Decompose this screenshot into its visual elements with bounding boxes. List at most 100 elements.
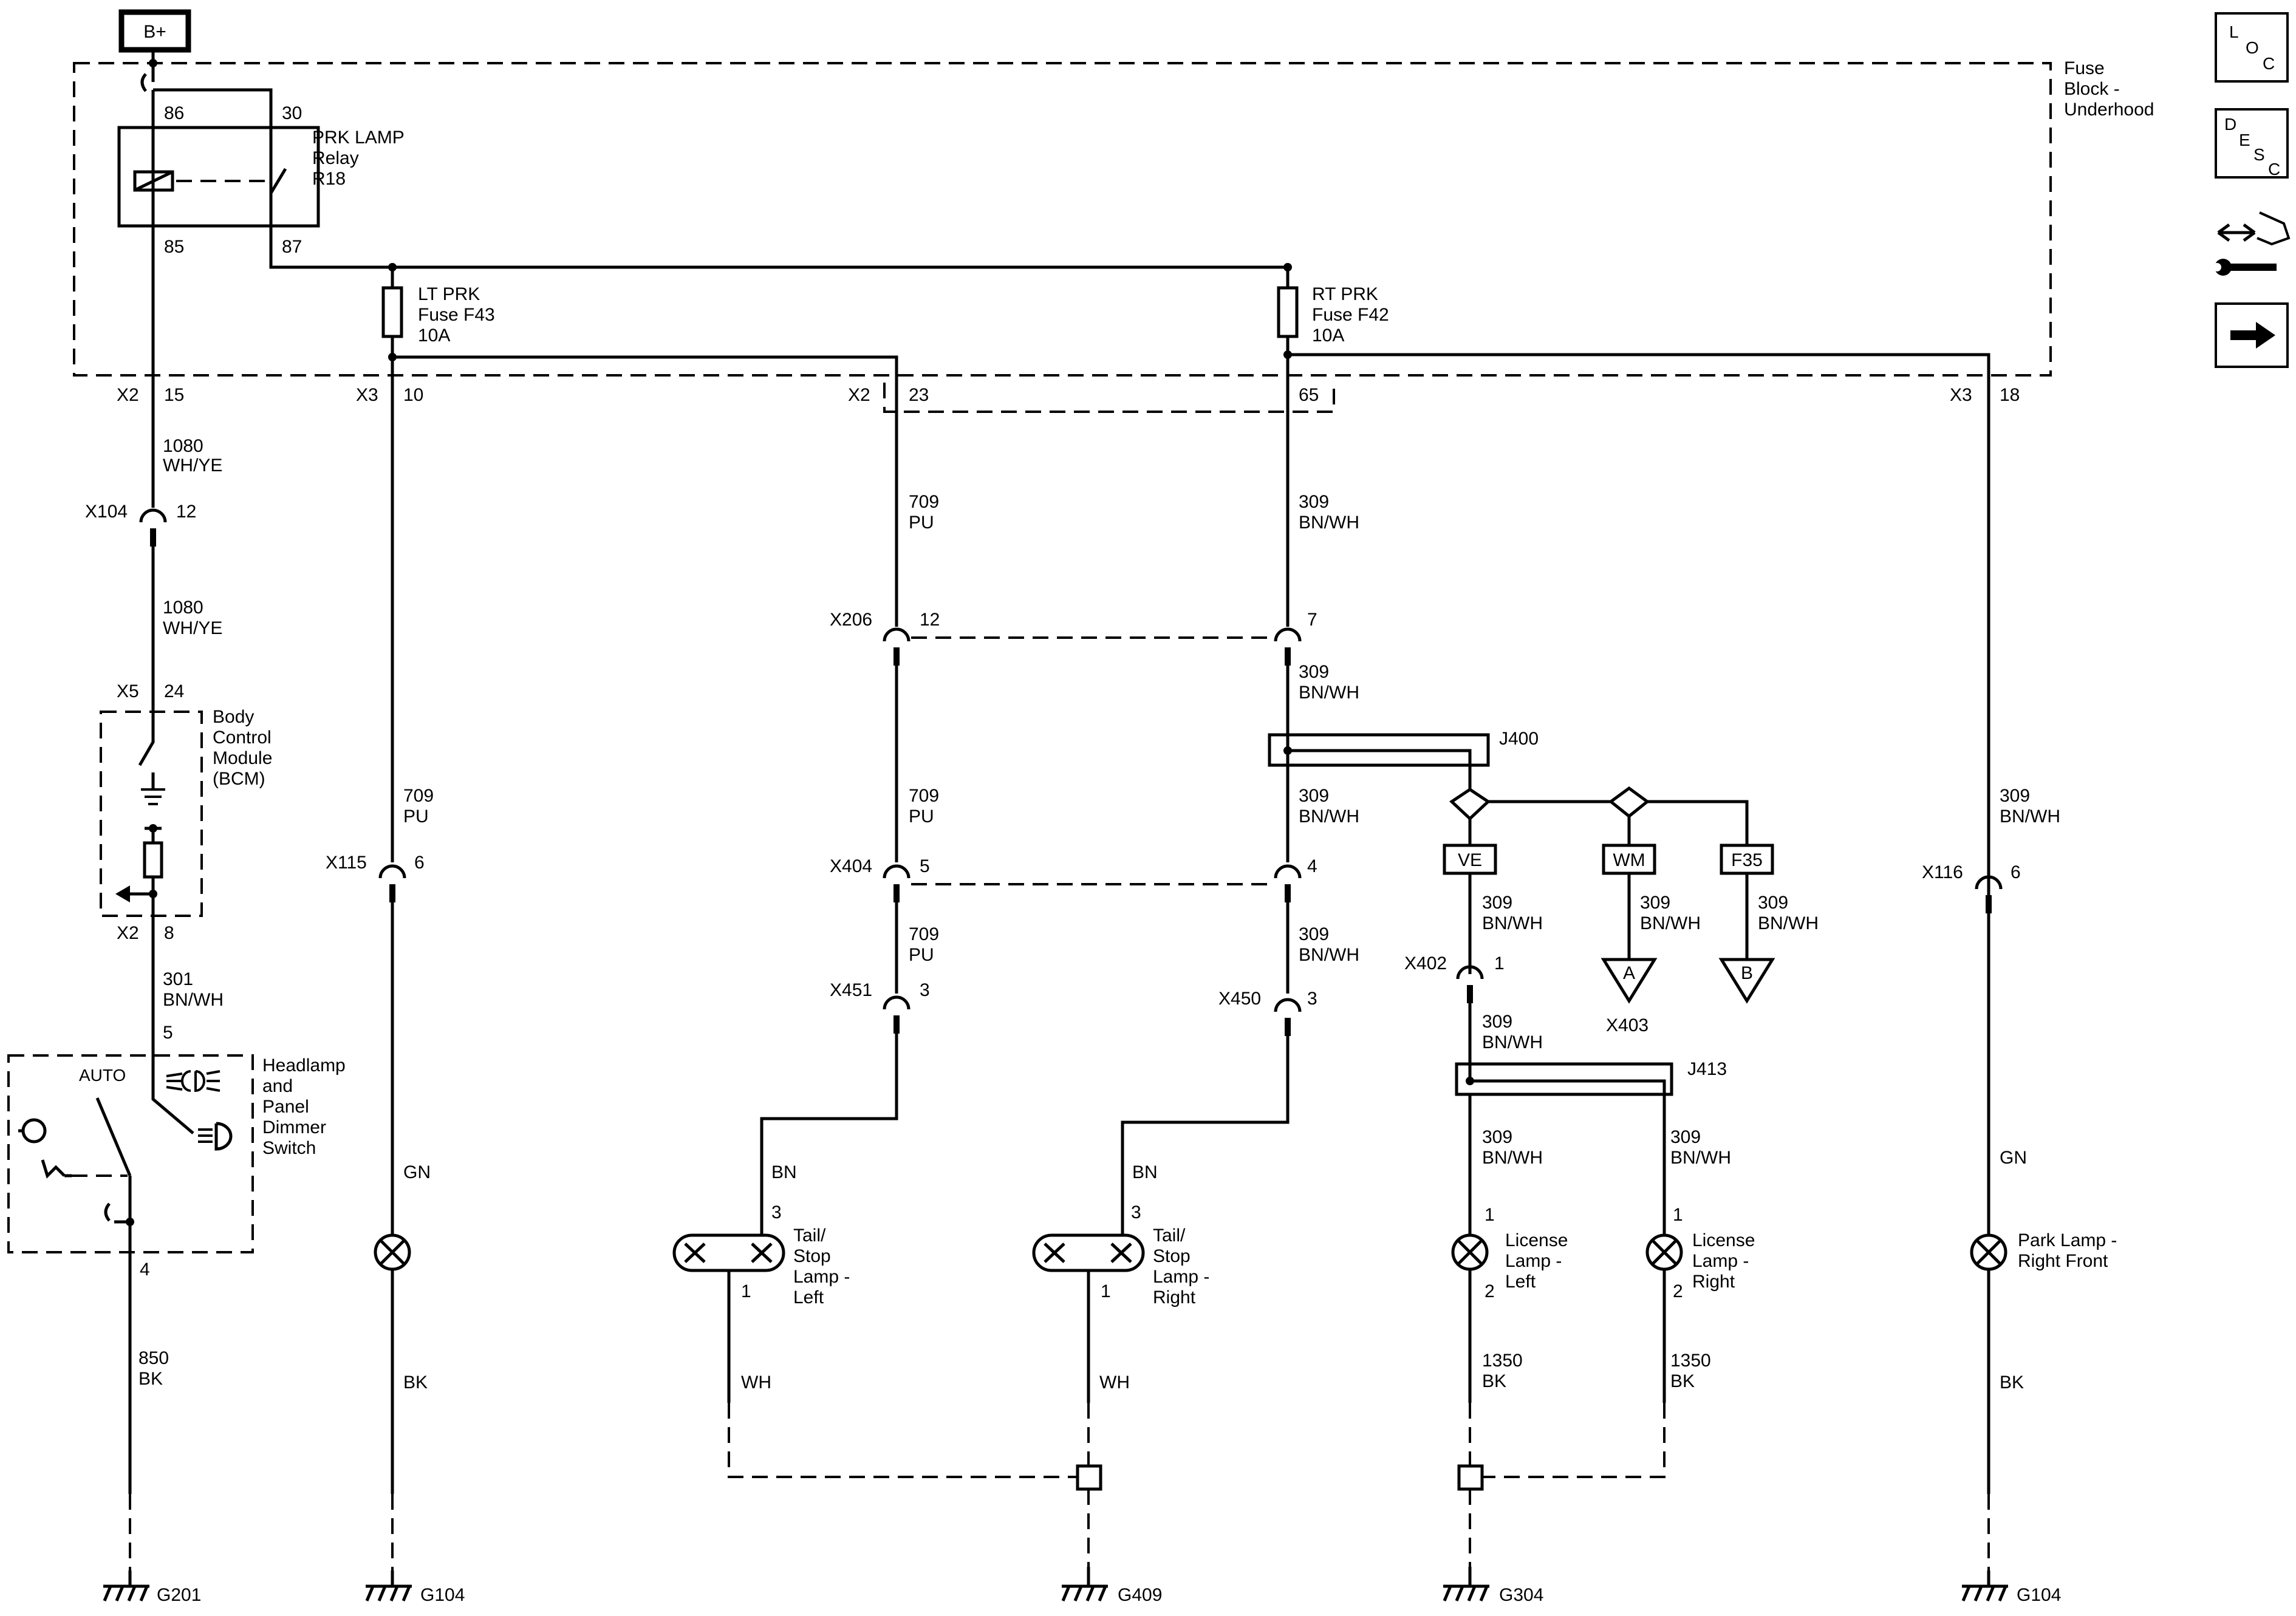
svg-text:WH/YE: WH/YE xyxy=(163,618,222,638)
svg-text:301: 301 xyxy=(163,969,193,989)
wire-301: 301 BN/WH xyxy=(163,969,224,1010)
offpage-connector-a: A xyxy=(1601,958,1658,1004)
svg-text:24: 24 xyxy=(164,681,184,701)
next-page-arrow-icon[interactable] xyxy=(2215,302,2289,368)
wire-709-lt: 709 PU xyxy=(403,786,434,827)
wire-gn-park: GN xyxy=(2000,1148,2027,1168)
svg-text:309: 309 xyxy=(1482,893,1512,913)
svg-text:10A: 10A xyxy=(418,326,450,346)
switch-pin-4: 4 xyxy=(140,1260,150,1280)
svg-text:BN/WH: BN/WH xyxy=(1670,1148,1731,1168)
connector-x451: X451 3 xyxy=(830,980,930,1034)
svg-text:5: 5 xyxy=(920,856,930,876)
svg-text:Panel: Panel xyxy=(262,1097,309,1117)
svg-text:Lamp -: Lamp - xyxy=(1505,1251,1562,1271)
wire-309-f35: 309 BN/WH xyxy=(1758,893,1819,933)
connector-x3-18: X3 18 xyxy=(1950,385,2020,405)
svg-text:309: 309 xyxy=(1640,893,1670,913)
svg-text:Right: Right xyxy=(1692,1272,1735,1292)
svg-text:Fuse F43: Fuse F43 xyxy=(418,305,495,325)
svg-text:1: 1 xyxy=(1485,1205,1495,1225)
svg-text:309: 309 xyxy=(2000,786,2030,806)
wire-gn-lt: GN xyxy=(403,1162,431,1182)
svg-text:B+: B+ xyxy=(143,22,166,42)
svg-text:BN/WH: BN/WH xyxy=(1299,513,1359,533)
svg-text:RT PRK: RT PRK xyxy=(1312,284,1378,304)
svg-text:and: and xyxy=(262,1076,293,1096)
svg-text:709: 709 xyxy=(909,786,939,806)
tail-stop-lamp-left: 3 1 Tail/ Stop Lamp - Left xyxy=(672,1202,850,1307)
svg-text:6: 6 xyxy=(414,853,425,873)
svg-text:Headlamp: Headlamp xyxy=(262,1055,346,1076)
connector-x402: X402 1 xyxy=(1404,953,1505,1003)
wire-309-c: 309 BN/WH xyxy=(1299,786,1359,827)
wire-709-c: 709 PU xyxy=(909,924,939,965)
splice-pack-j413: J413 xyxy=(1455,1059,1727,1096)
option-wm-box: WM xyxy=(1602,844,1656,875)
wire-1350-left: 1350 BK xyxy=(1482,1351,1523,1391)
svg-text:BK: BK xyxy=(1482,1371,1506,1391)
connector-x2-8: X2 8 xyxy=(117,923,174,943)
svg-text:BN/WH: BN/WH xyxy=(1299,683,1359,703)
svg-text:WH/YE: WH/YE xyxy=(163,455,222,476)
service-icon-button[interactable] xyxy=(2213,211,2291,276)
svg-text:Fuse F42: Fuse F42 xyxy=(1312,305,1389,325)
fuse-block-label: Fuse Block - Underhood xyxy=(2064,58,2154,120)
svg-text:18: 18 xyxy=(2000,385,2020,405)
location-icon-button[interactable]: L O C xyxy=(2215,12,2289,83)
svg-text:Module: Module xyxy=(213,748,272,768)
svg-text:Right: Right xyxy=(1153,1287,1196,1307)
wire-850: 850 BK xyxy=(138,1348,169,1389)
body-control-module: Body Control Module (BCM) xyxy=(100,707,272,917)
wire-309-license-right: 309 BN/WH xyxy=(1670,1127,1731,1168)
svg-text:3: 3 xyxy=(920,980,930,1000)
svg-text:BN/WH: BN/WH xyxy=(1640,913,1701,933)
wire-bn-left: BN xyxy=(771,1162,797,1182)
svg-text:X451: X451 xyxy=(830,980,872,1000)
park-lamp-right-front: Park Lamp - Right Front xyxy=(1970,1230,2117,1271)
svg-text:BN/WH: BN/WH xyxy=(1299,945,1359,965)
connector-x403: X403 xyxy=(1606,1015,1649,1035)
connector-x2-23: X2 23 xyxy=(848,385,929,405)
svg-text:10: 10 xyxy=(403,385,423,405)
svg-text:BN/WH: BN/WH xyxy=(163,990,224,1010)
svg-text:G104: G104 xyxy=(2017,1585,2061,1605)
wire-309-a: 309 BN/WH xyxy=(1299,492,1359,533)
svg-text:Fuse: Fuse xyxy=(2064,58,2105,78)
svg-text:PU: PU xyxy=(909,945,934,965)
svg-text:X2: X2 xyxy=(117,385,139,405)
wire-309-b: 309 BN/WH xyxy=(1299,662,1359,703)
svg-text:X2: X2 xyxy=(848,385,870,405)
description-icon-button[interactable]: D E S C xyxy=(2215,108,2289,179)
svg-text:Left: Left xyxy=(793,1287,824,1307)
svg-text:Control: Control xyxy=(213,728,272,748)
svg-text:Body: Body xyxy=(213,707,254,727)
svg-text:1350: 1350 xyxy=(1482,1351,1523,1371)
svg-text:Dimmer: Dimmer xyxy=(262,1117,326,1137)
svg-text:3: 3 xyxy=(1131,1202,1141,1222)
svg-text:309: 309 xyxy=(1758,893,1788,913)
svg-text:23: 23 xyxy=(909,385,929,405)
svg-text:G201: G201 xyxy=(157,1585,201,1605)
license-lamp-right: 1 2 License Lamp - Right xyxy=(1645,1205,1755,1301)
svg-text:Stop: Stop xyxy=(793,1246,831,1266)
wire-709-b: 709 PU xyxy=(909,786,939,827)
svg-text:(BCM): (BCM) xyxy=(213,769,265,789)
ground-junction-g304 xyxy=(1457,1464,1484,1491)
svg-text:PU: PU xyxy=(909,806,934,827)
svg-text:BN/WH: BN/WH xyxy=(1482,1148,1543,1168)
svg-text:X104: X104 xyxy=(85,502,128,522)
svg-text:709: 709 xyxy=(909,492,939,512)
svg-text:PU: PU xyxy=(403,806,429,827)
svg-text:7: 7 xyxy=(1307,610,1317,630)
connector-x104: X104 12 xyxy=(85,502,196,547)
connector-x116: X116 6 xyxy=(1922,862,2021,913)
svg-text:AUTO: AUTO xyxy=(79,1066,126,1085)
svg-text:PU: PU xyxy=(909,513,934,533)
svg-text:BK: BK xyxy=(1670,1371,1695,1391)
svg-text:87: 87 xyxy=(282,237,302,257)
svg-text:BN/WH: BN/WH xyxy=(1482,913,1543,933)
svg-text:12: 12 xyxy=(920,610,940,630)
connector-x206-left: X206 12 xyxy=(830,610,940,666)
